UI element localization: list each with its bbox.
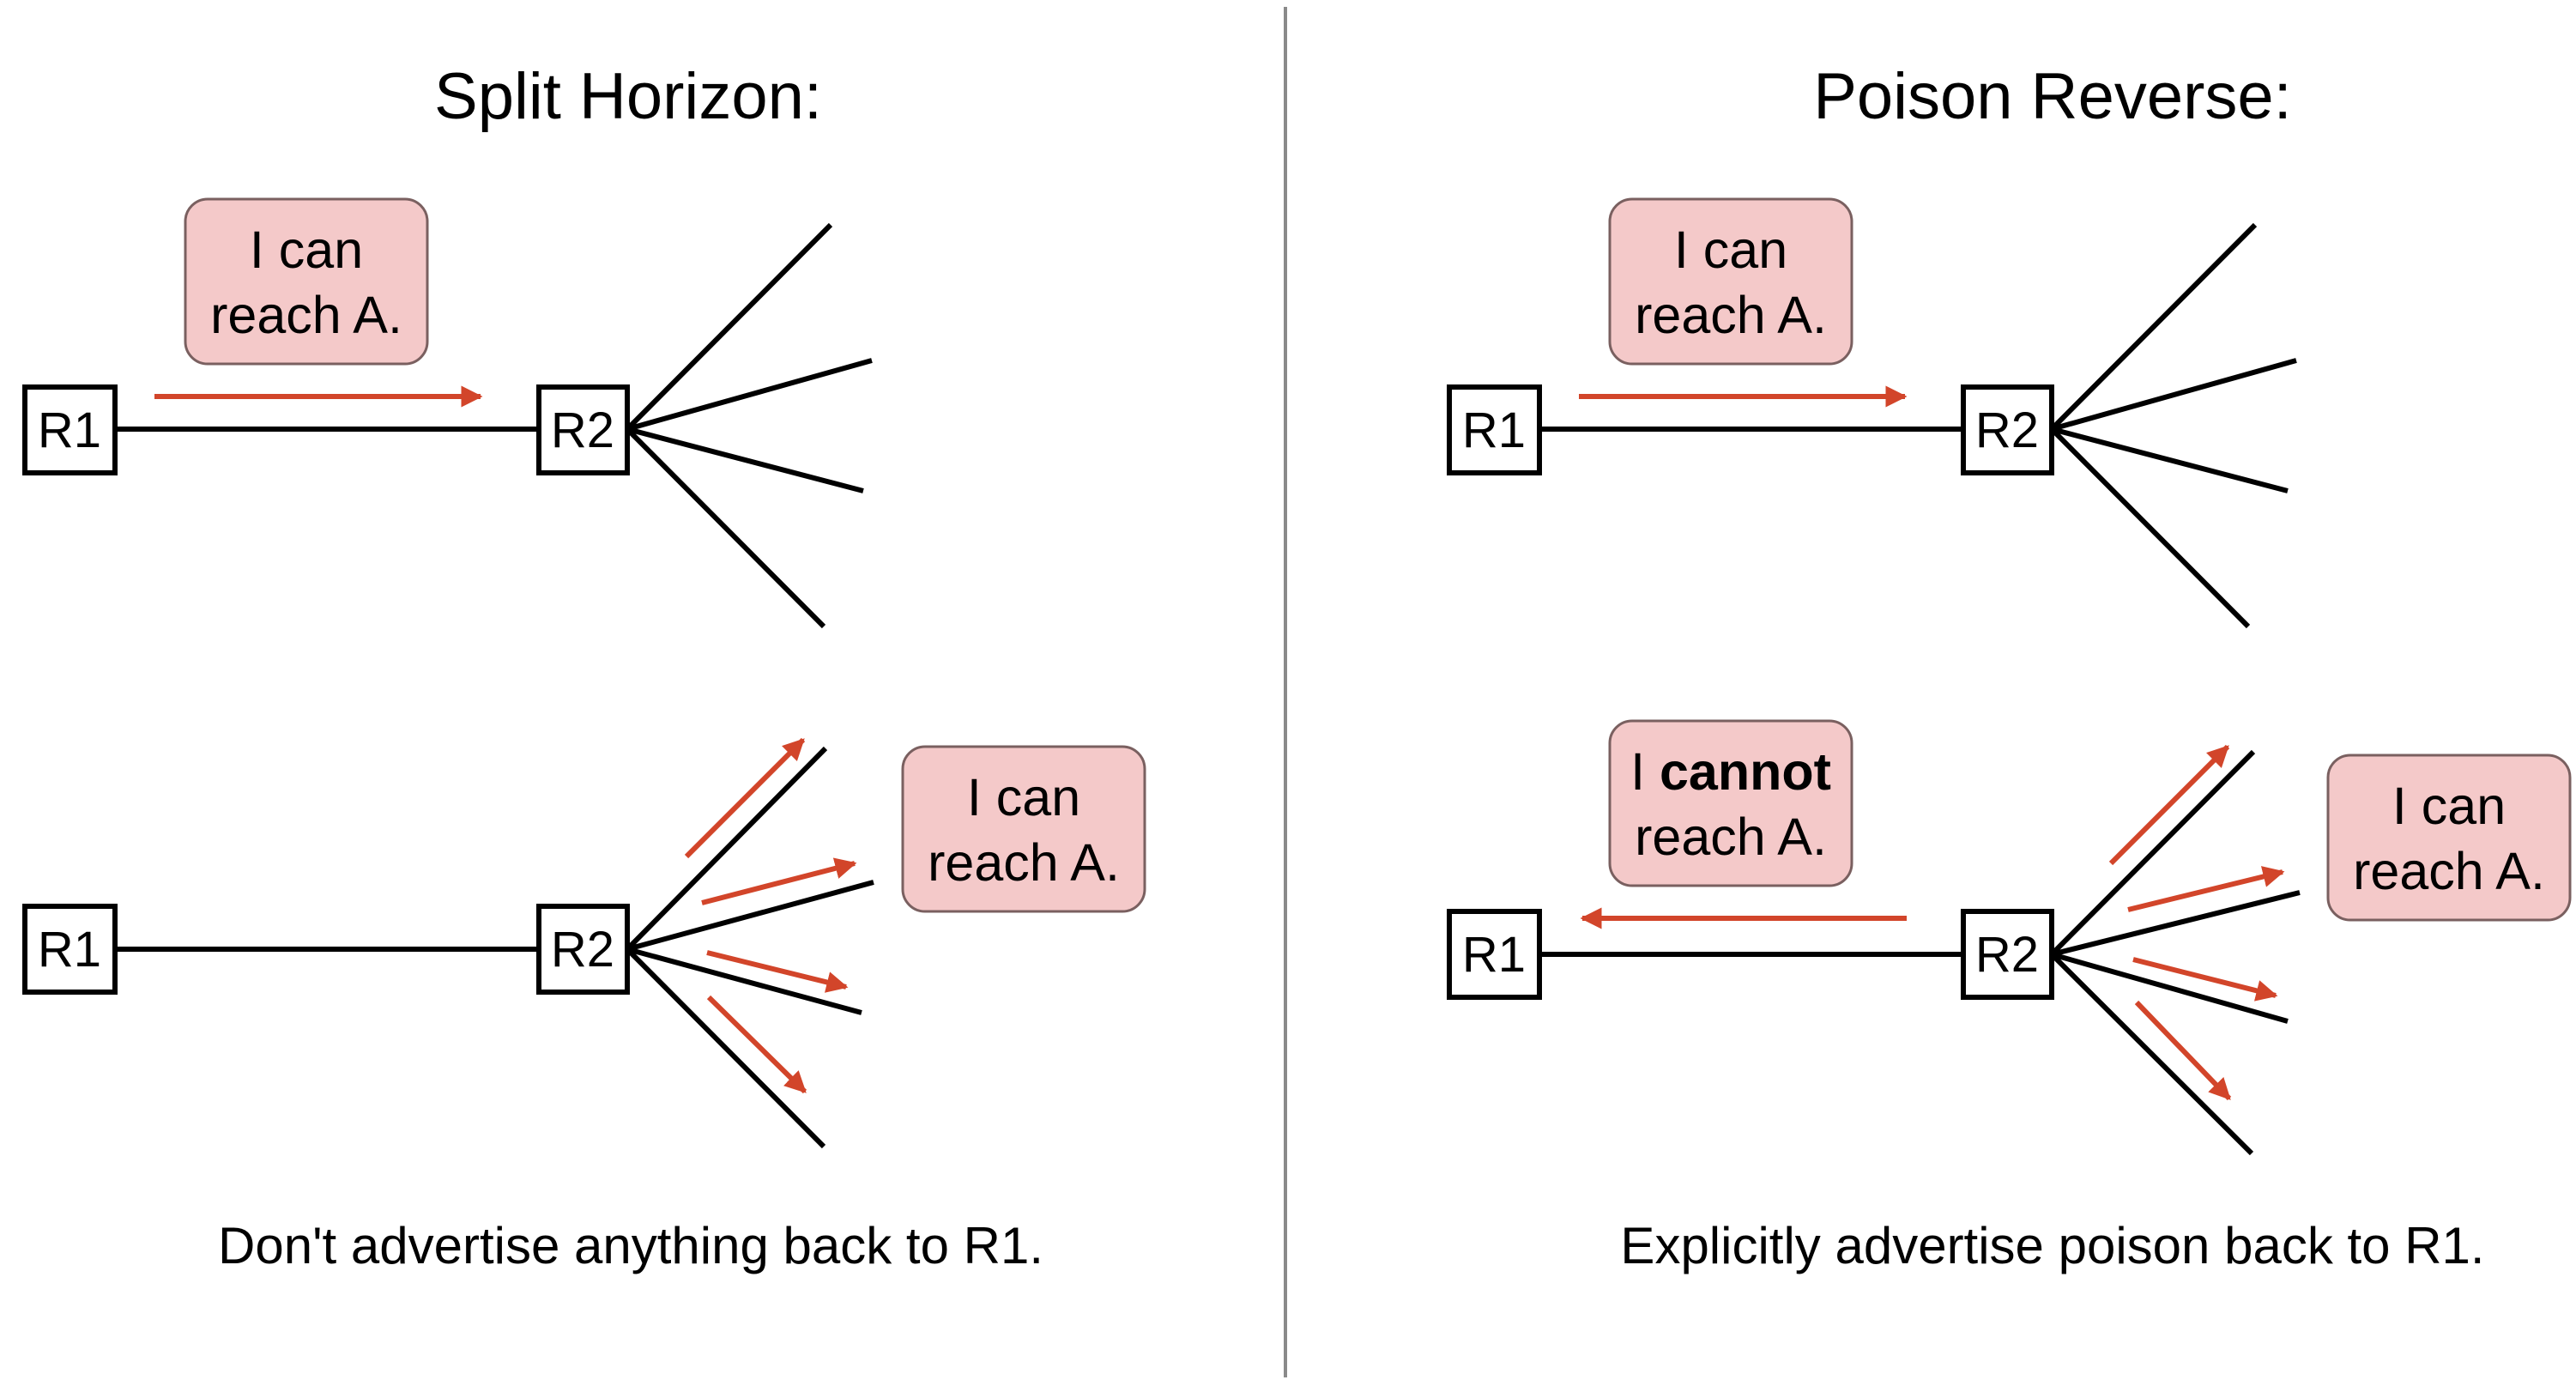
branch-link (626, 880, 874, 952)
bubble-line-1: I can (250, 221, 363, 279)
bubble-line-1: I can (1674, 221, 1787, 279)
router-r1-label: R1 (1462, 402, 1526, 458)
advertise-arrow (706, 995, 807, 1094)
branch-link (2051, 952, 2289, 1024)
right-top-scenario: R1 R2 I can reach A. (1447, 197, 2297, 629)
split-horizon-caption: Don't advertise anything back to R1. (218, 1217, 1043, 1274)
advertise-arrows-outward (2108, 744, 2285, 1101)
router-r1: R1 (1447, 384, 1542, 475)
router-r2-label: R2 (551, 402, 614, 458)
advertise-arrow (2127, 866, 2285, 912)
left-bottom-scenario: R1 R2 I can reach A. (22, 737, 1146, 1149)
router-r2-label: R2 (551, 922, 614, 978)
branch-link (626, 427, 864, 493)
branch-link (625, 222, 833, 432)
advertise-arrow (2132, 957, 2278, 1002)
router-r1: R1 (1447, 909, 1542, 1000)
poison-reverse-caption: Explicitly advertise poison back to R1. (1620, 1217, 2484, 1274)
r2-branch-links (625, 746, 874, 1149)
reachability-bubble: I can reach A. (184, 197, 429, 366)
branch-link (2051, 890, 2301, 957)
branch-link (2049, 952, 2254, 1156)
reachability-bubble: I can reach A. (901, 745, 1146, 913)
r2-branch-links (2049, 222, 2297, 629)
branch-link (625, 947, 826, 1149)
branch-link (626, 947, 862, 1015)
poison-bubble: I cannot reach A. (1608, 719, 1853, 887)
r2-branch-links (625, 222, 873, 629)
branch-link (626, 358, 873, 432)
advertise-arrow (2134, 1000, 2232, 1101)
bubble-line-2: reach A. (2353, 842, 2545, 900)
router-r2: R2 (1961, 909, 2054, 1000)
poison-bubble-line-1: I cannot (1630, 742, 1831, 801)
branch-link (2051, 358, 2297, 432)
router-r1-label: R1 (38, 402, 101, 458)
router-r2-label: R2 (1975, 927, 2039, 983)
branch-link (625, 427, 826, 629)
advertise-arrow (2108, 744, 2230, 866)
branch-link (2049, 222, 2258, 432)
router-r2: R2 (1961, 384, 2054, 475)
advertise-arrow (684, 737, 806, 859)
advertise-arrow (706, 950, 849, 993)
router-r1: R1 (22, 384, 118, 475)
router-r1-label: R1 (38, 922, 101, 978)
poison-reverse-title: Poison Reverse: (1813, 60, 2292, 133)
router-r1: R1 (22, 904, 118, 995)
router-r2-label: R2 (1975, 402, 2039, 458)
bubble-line-1: I can (2392, 777, 2506, 835)
reachability-bubble: I can reach A. (1608, 197, 1853, 366)
bubble-line-2: reach A. (928, 833, 1120, 892)
branch-link (625, 746, 828, 952)
r2-branch-links (2049, 749, 2301, 1156)
reachability-bubble: I can reach A. (2326, 754, 2572, 922)
router-r2: R2 (536, 384, 630, 475)
bubble-line-2: reach A. (210, 286, 402, 344)
left-top-scenario: R1 R2 I can reach A. (22, 197, 873, 629)
branch-link (2049, 749, 2256, 957)
router-r1-label: R1 (1462, 927, 1526, 983)
branch-link (2049, 427, 2251, 629)
advertise-arrow (701, 857, 857, 905)
poison-bubble-emphasis: cannot (1660, 742, 1831, 801)
bubble-line-2: reach A. (1635, 286, 1827, 344)
branch-link (2051, 427, 2289, 493)
poison-bubble-prefix: I (1630, 742, 1660, 801)
poison-bubble-line-2: reach A. (1635, 808, 1827, 866)
right-bottom-scenario: R1 R2 I cannot reach A. I can reach A. (1447, 719, 2572, 1156)
split-horizon-title: Split Horizon: (434, 60, 822, 133)
advertise-arrows-outward (684, 737, 857, 1094)
router-r2: R2 (536, 904, 630, 995)
bubble-line-1: I can (967, 768, 1080, 826)
